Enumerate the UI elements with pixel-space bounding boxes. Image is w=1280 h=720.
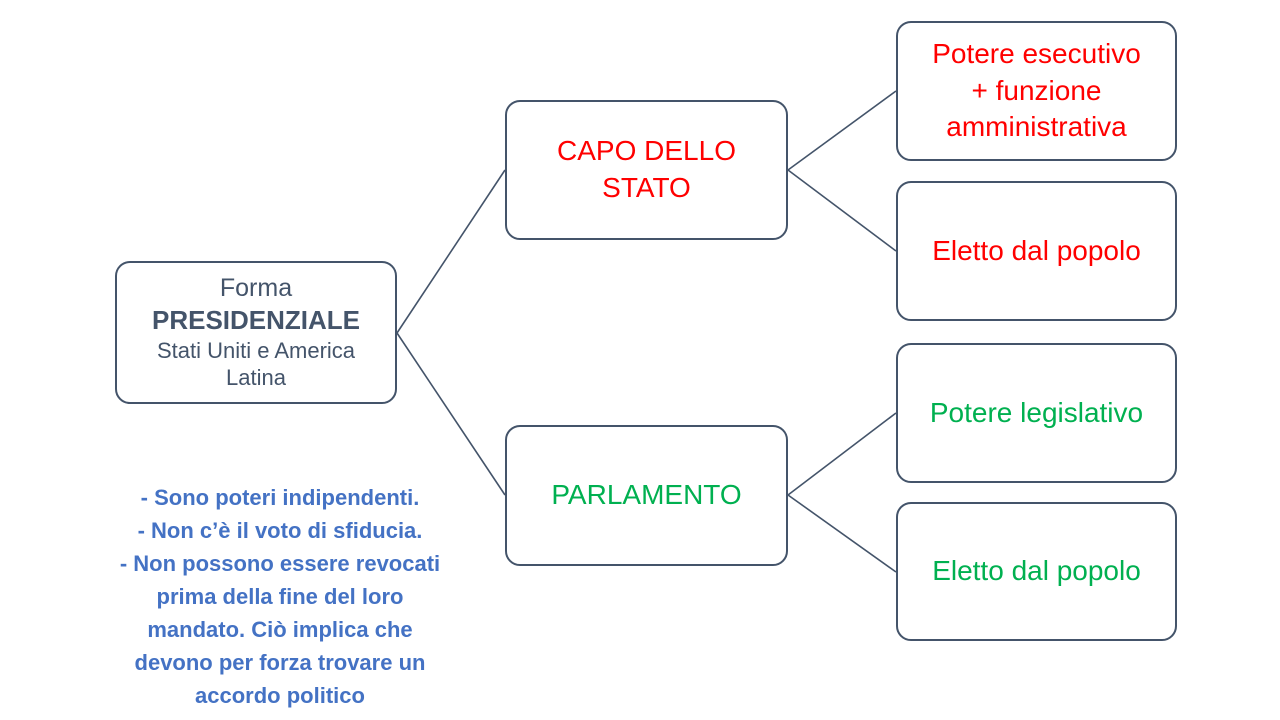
node-forma-presidenziale: Forma PRESIDENZIALE Stati Uniti e Americ… — [115, 261, 397, 404]
node-label-line: Potere esecutivo — [932, 37, 1141, 69]
note-line: accordo politico — [195, 683, 365, 708]
node-capo-dello-stato: CAPO DELLO STATO — [505, 100, 788, 240]
note-line: mandato. Ciò implica che — [147, 617, 413, 642]
node-potere-esecutivo: Potere esecutivo + funzione amministrati… — [896, 21, 1177, 161]
note-line: - Sono poteri indipendenti. — [140, 485, 420, 510]
node-label-line: PARLAMENTO — [551, 479, 742, 511]
note-line: prima della fine del loro — [156, 584, 404, 609]
note-text-block: - Sono poteri indipendenti. - Non c’è il… — [60, 481, 500, 712]
node-label-line: amministrativa — [946, 111, 1127, 143]
note-line: - Non c’è il voto di sfiducia. — [137, 518, 423, 543]
root-subtitle-line: Latina — [226, 365, 286, 391]
node-label-line: Eletto dal popolo — [932, 234, 1141, 266]
node-eletto-dal-popolo-parlamento: Eletto dal popolo — [896, 502, 1177, 641]
node-label-line: CAPO DELLO — [557, 135, 736, 167]
node-parlamento: PARLAMENTO — [505, 425, 788, 566]
node-potere-legislativo: Potere legislativo — [896, 343, 1177, 483]
root-subtitle-line: Stati Uniti e America — [156, 337, 356, 363]
node-label-line: + funzione — [971, 74, 1102, 106]
node-eletto-dal-popolo-capo: Eletto dal popolo — [896, 181, 1177, 321]
note-line: devono per forza trovare un — [134, 650, 426, 675]
node-label-line: Eletto dal popolo — [932, 555, 1141, 587]
node-label-line: STATO — [602, 172, 691, 203]
node-label-line: Potere legislativo — [929, 396, 1144, 428]
root-title: Forma — [219, 274, 293, 303]
root-title-bold: PRESIDENZIALE — [151, 305, 361, 336]
note-line: - Non possono essere revocati — [119, 551, 441, 576]
